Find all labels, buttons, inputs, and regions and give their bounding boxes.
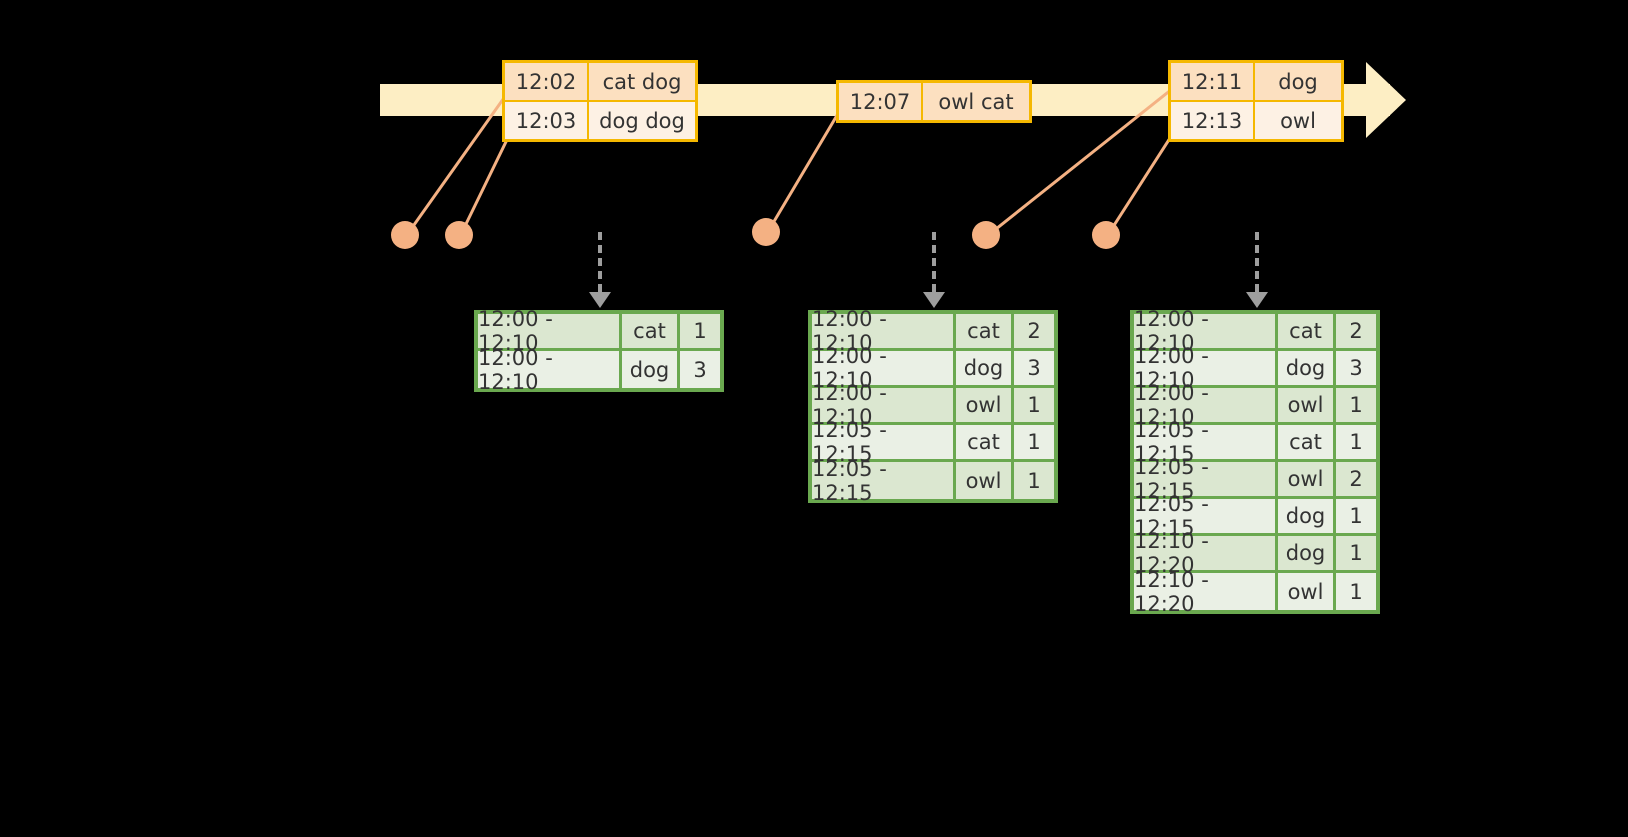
window-cell: 12:05 - 12:15 [1134, 418, 1278, 466]
count-cell: 3 [1336, 351, 1376, 388]
timeline-arrowhead-icon [1366, 62, 1406, 138]
window-cell: 12:05 - 12:15 [1134, 492, 1278, 540]
key-cell: cat [622, 314, 680, 351]
window-cell: 12:05 - 12:15 [812, 457, 956, 505]
count-cell: 1 [1014, 425, 1054, 462]
key-cell: dog [1278, 351, 1336, 388]
key-cell: owl [956, 462, 1014, 499]
key-cell: owl [1278, 573, 1336, 610]
window-cell: 12:00 - 12:10 [812, 307, 956, 355]
marker-2-dot [445, 221, 473, 249]
key-cell: cat [1278, 314, 1336, 351]
count-cell: 2 [1014, 314, 1054, 351]
window-cell: 12:00 - 12:10 [812, 381, 956, 429]
count-cell: 1 [1336, 536, 1376, 573]
count-cell: 3 [680, 351, 720, 388]
key-cell: dog [622, 351, 680, 388]
key-cell: dog [1278, 536, 1336, 573]
marker-stem [459, 126, 515, 237]
count-cell: 1 [680, 314, 720, 351]
count-cell: 1 [1336, 425, 1376, 462]
event-payload: dog dog [589, 102, 695, 139]
key-cell: owl [1278, 462, 1336, 499]
event-time: 12:02 [505, 63, 589, 100]
flow-arrow-line [598, 232, 602, 292]
event-payload: owl cat [923, 83, 1029, 120]
key-cell: owl [1278, 388, 1336, 425]
marker-stem [1106, 126, 1179, 237]
window-cell: 12:00 - 12:10 [812, 344, 956, 392]
event-time: 12:11 [1171, 63, 1255, 100]
count-cell: 1 [1014, 388, 1054, 425]
flow-arrow-line [1255, 232, 1259, 292]
window-cell: 12:00 - 12:10 [478, 307, 622, 355]
flow-arrow-head-icon [589, 292, 611, 308]
key-cell: cat [956, 425, 1014, 462]
flow-arrow-line [932, 232, 936, 292]
event-payload: dog [1255, 63, 1341, 100]
key-cell: dog [1278, 499, 1336, 536]
key-cell: cat [1278, 425, 1336, 462]
count-cell: 1 [1336, 388, 1376, 425]
event-payload: owl [1255, 102, 1341, 139]
count-cell: 2 [1336, 462, 1376, 499]
marker-stem [766, 104, 845, 234]
key-cell: dog [956, 351, 1014, 388]
count-cell: 1 [1336, 499, 1376, 536]
window-cell: 12:00 - 12:10 [478, 346, 622, 394]
event-time: 12:03 [505, 102, 589, 139]
event-time: 12:07 [839, 83, 923, 120]
key-cell: owl [956, 388, 1014, 425]
count-cell: 3 [1014, 351, 1054, 388]
marker-5-dot [1092, 221, 1120, 249]
marker-3-dot [752, 218, 780, 246]
window-cell: 12:00 - 12:10 [1134, 381, 1278, 429]
count-cell: 1 [1014, 462, 1054, 499]
flow-arrow-head-icon [923, 292, 945, 308]
event-payload: cat dog [589, 63, 695, 100]
window-cell: 12:05 - 12:15 [812, 418, 956, 466]
window-cell: 12:10 - 12:20 [1134, 568, 1278, 616]
marker-1-dot [391, 221, 419, 249]
marker-4-dot [972, 221, 1000, 249]
flow-arrow-head-icon [1246, 292, 1268, 308]
count-cell: 2 [1336, 314, 1376, 351]
event-time: 12:13 [1171, 102, 1255, 139]
key-cell: cat [956, 314, 1014, 351]
count-cell: 1 [1336, 573, 1376, 610]
